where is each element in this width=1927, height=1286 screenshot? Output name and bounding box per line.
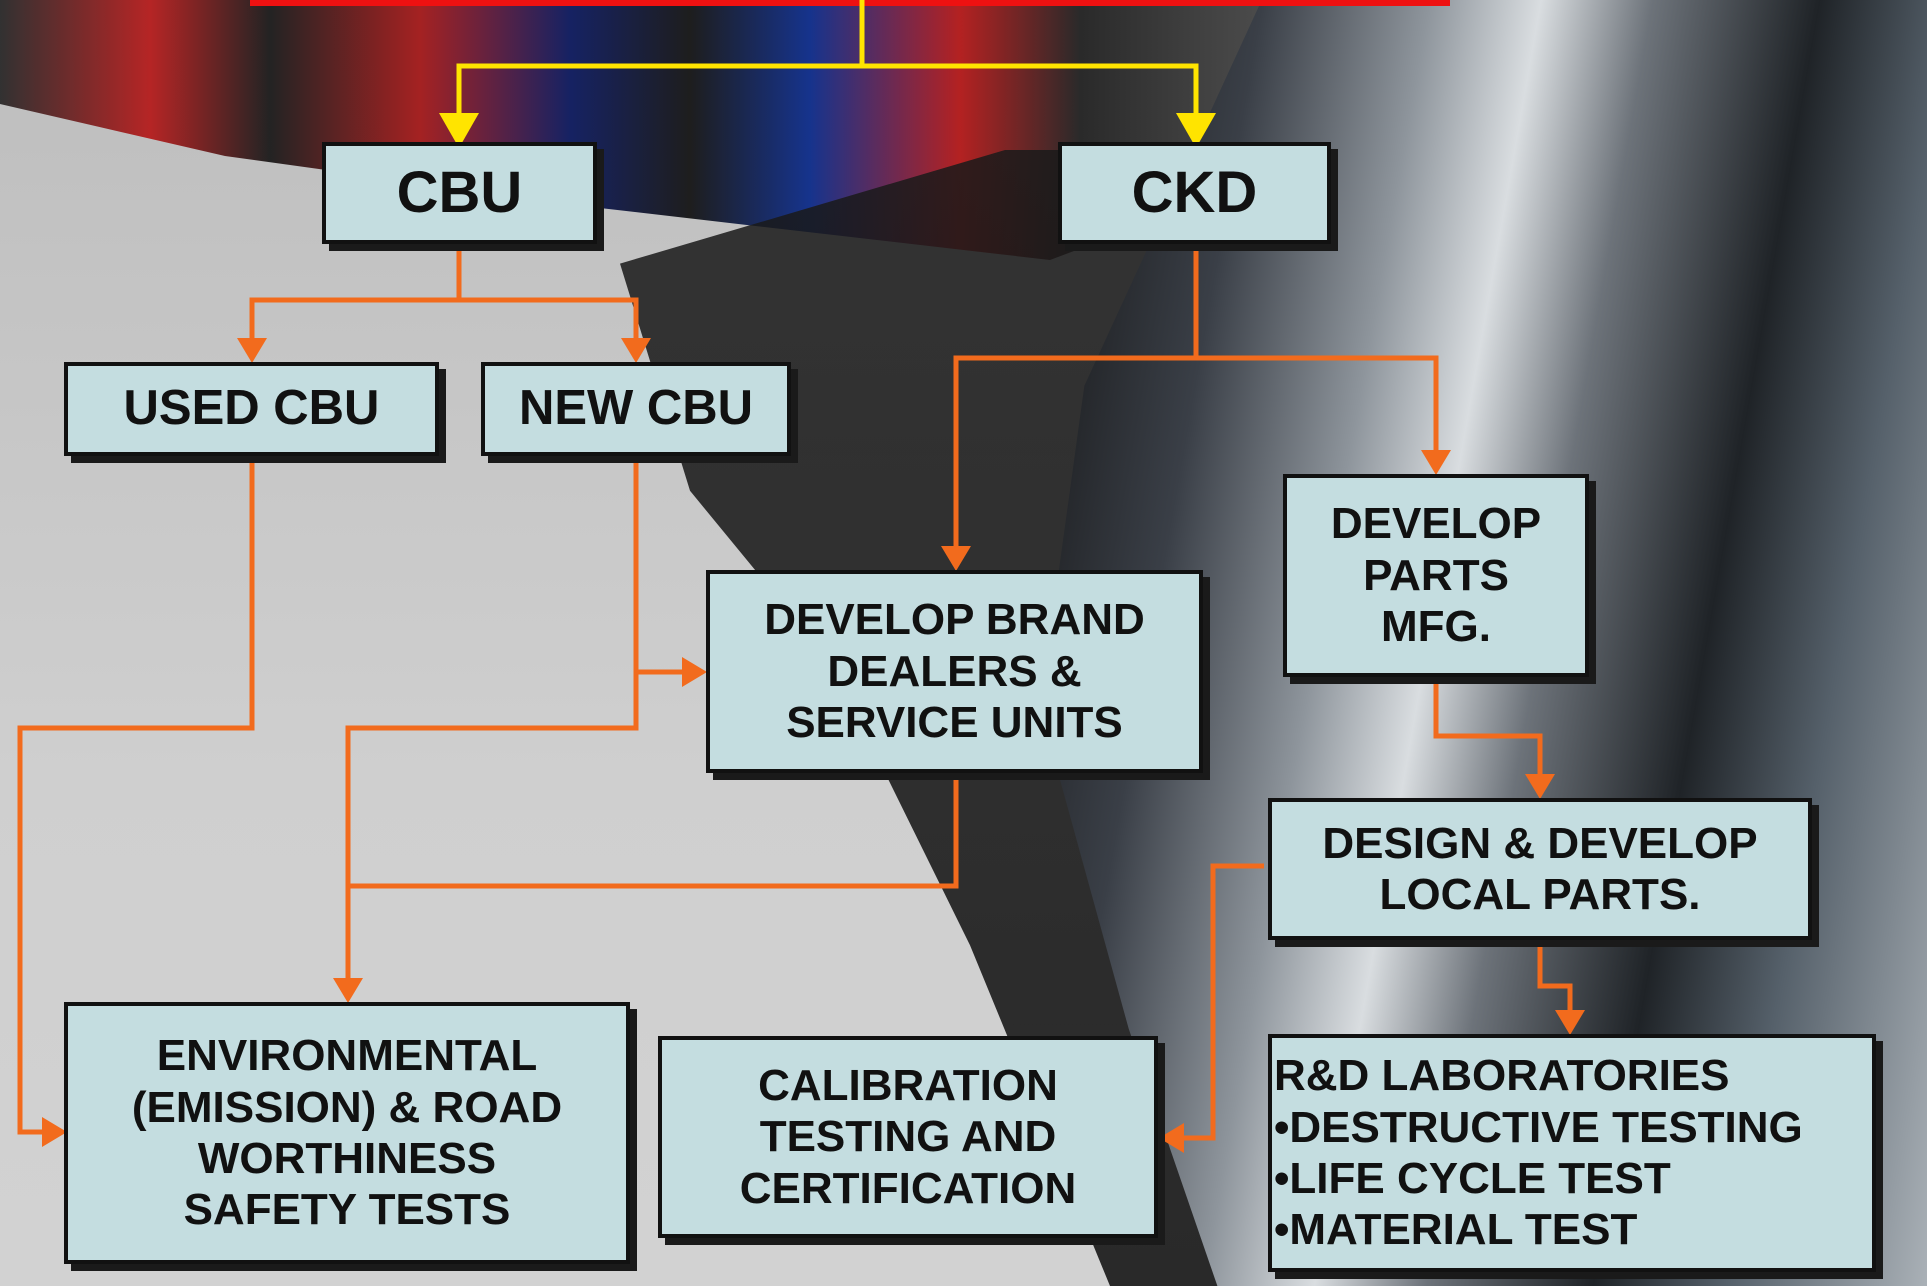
node-cbu-label: CBU — [396, 160, 523, 226]
connector-ckd-parts — [1196, 355, 1451, 475]
node-new-cbu: NEW CBU — [481, 362, 791, 456]
connector-design-calibration — [1159, 863, 1264, 1153]
node-rd-labs: R&D LABORATORIES •DESTRUCTIVE TESTING •L… — [1268, 1034, 1876, 1272]
node-design-local: DESIGN & DEVELOP LOCAL PARTS. — [1268, 798, 1812, 940]
connector-ckd-brand — [941, 240, 1199, 571]
connector-brand-env — [348, 772, 959, 889]
connector-used-env — [17, 455, 255, 1147]
node-cbu: CBU — [322, 142, 597, 244]
node-design-local-label: DESIGN & DEVELOP LOCAL PARTS. — [1322, 818, 1758, 919]
node-calibration: CALIBRATION TESTING AND CERTIFICATION — [658, 1036, 1158, 1238]
node-develop-brand-label: DEVELOP BRAND DEALERS & SERVICE UNITS — [764, 595, 1145, 748]
node-develop-brand: DEVELOP BRAND DEALERS & SERVICE UNITS — [706, 570, 1203, 773]
node-new-cbu-label: NEW CBU — [518, 381, 754, 436]
node-environmental-label: ENVIRONMENTAL (EMISSION) & ROAD WORTHINE… — [131, 1031, 563, 1235]
connector-header-cbu — [439, 0, 865, 148]
connector-header-ckd — [862, 63, 1216, 148]
node-environmental: ENVIRONMENTAL (EMISSION) & ROAD WORTHINE… — [64, 1002, 630, 1264]
node-ckd: CKD — [1058, 142, 1331, 244]
node-calibration-label: CALIBRATION TESTING AND CERTIFICATION — [739, 1060, 1077, 1213]
connector-design-rd — [1537, 940, 1585, 1035]
header-bar — [250, 0, 1450, 6]
node-develop-parts-label: DEVELOP PARTS MFG. — [1330, 499, 1542, 652]
connector-new-brand — [633, 455, 707, 687]
connector-parts-design — [1433, 677, 1555, 799]
connector-cbu-new — [459, 297, 651, 363]
node-used-cbu-label: USED CBU — [123, 381, 380, 436]
connector-cbu-used — [237, 245, 462, 363]
node-ckd-label: CKD — [1131, 160, 1258, 226]
node-rd-labs-label: R&D LABORATORIES •DESTRUCTIVE TESTING •L… — [1274, 1051, 1803, 1255]
node-used-cbu: USED CBU — [64, 362, 439, 456]
connector-new-env — [333, 672, 639, 1003]
node-develop-parts: DEVELOP PARTS MFG. — [1283, 474, 1589, 677]
